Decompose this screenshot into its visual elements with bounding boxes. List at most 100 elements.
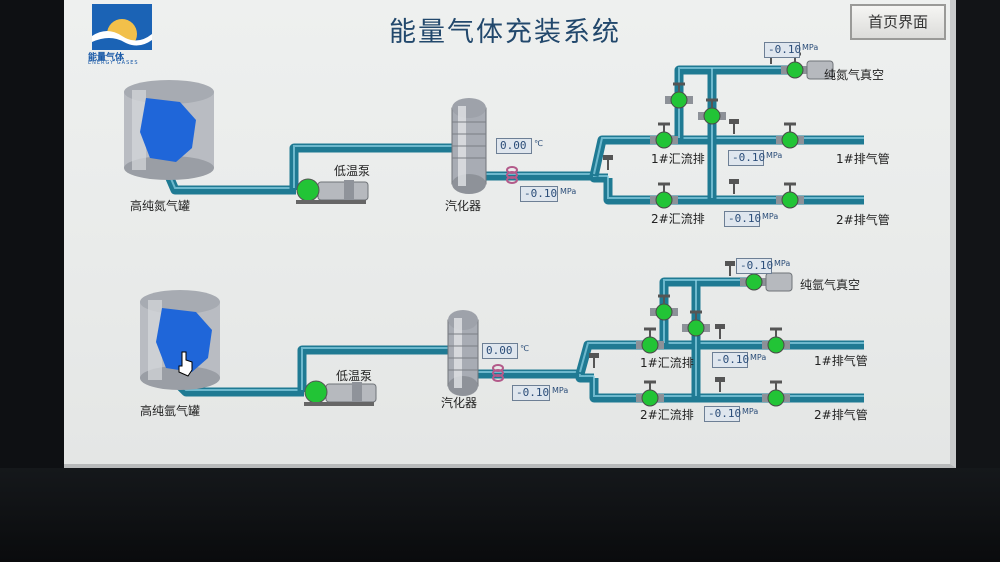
pipe-body <box>674 65 801 140</box>
exhaust1-label: 1#排气管 <box>814 354 868 368</box>
vaporizer-outlet-pipe <box>486 171 608 183</box>
gauge-head <box>715 377 725 382</box>
manifold1-label: 1#汇流排 <box>640 356 694 370</box>
vacuum-branch-valve[interactable] <box>665 82 693 109</box>
valve-ball <box>767 336 785 354</box>
main-pressure-gauge-icon <box>603 155 613 170</box>
pump-label: 低温泵 <box>334 164 371 178</box>
vacuum-pump-icon[interactable] <box>806 60 834 80</box>
vacuum-gauge-icon <box>725 261 735 276</box>
vacuum-branch-valve-2[interactable] <box>682 310 710 337</box>
main-pressure-value[interactable]: -0.10 <box>520 186 558 202</box>
vaporizer-bottom <box>448 376 478 396</box>
valve-ball <box>641 336 659 354</box>
manifold1-outlet-valve[interactable] <box>776 122 804 149</box>
gauge-head <box>729 179 739 184</box>
manifold2-gauge-icon <box>729 179 739 194</box>
vaporizer-bottom <box>452 174 486 194</box>
manifold1-outlet-valve[interactable] <box>762 327 790 354</box>
vacuum-pressure-value[interactable]: -0.10 <box>736 258 773 274</box>
manifold2-inlet-valve[interactable] <box>636 380 664 407</box>
vacuum-pressure-value[interactable]: -0.10 <box>764 42 801 58</box>
valve-ball <box>641 389 659 407</box>
monitor-bezel-left <box>0 0 64 468</box>
manifold2-pipe <box>589 376 864 403</box>
logo-text: 能量气体 <box>88 53 125 63</box>
manifold1-inlet-valve[interactable] <box>636 327 664 354</box>
gauge-head <box>725 261 735 266</box>
manifold2-outlet-valve[interactable] <box>762 380 790 407</box>
pump-coupling <box>344 180 354 202</box>
pump-to-vaporizer-pipe <box>289 143 452 190</box>
pipe-highlight <box>293 145 452 188</box>
pump-icon[interactable] <box>296 178 369 204</box>
vaporizer-label: 汽化器 <box>445 199 482 213</box>
vacuum-pump-icon[interactable] <box>765 272 793 292</box>
pump-label: 低温泵 <box>336 369 373 383</box>
valve-ball <box>745 273 763 291</box>
valve-ball <box>781 131 799 149</box>
tank-icon <box>140 290 220 390</box>
temperature-value[interactable]: 0.00 <box>482 343 518 359</box>
vacuum-branch-pipe <box>674 65 801 140</box>
manifold2-gauge-icon <box>715 377 725 392</box>
manifold2-pressure-value-unit: MPa <box>762 212 779 221</box>
manifold1-label: 1#汇流排 <box>651 152 705 166</box>
logo-subtext: ENERGY GASES <box>88 60 139 66</box>
valve-ball <box>670 91 688 109</box>
vacuum-label: 纯氮气真空 <box>824 68 885 82</box>
manifold2-pressure-value[interactable]: -0.10 <box>704 406 741 422</box>
temperature-value[interactable]: 0.00 <box>496 138 532 154</box>
tank-shine <box>148 300 162 380</box>
heater-coil-icon <box>506 166 518 184</box>
exhaust2-label: 2#排气管 <box>836 213 890 227</box>
manifold2-outlet-valve[interactable] <box>776 182 804 209</box>
tank-label: 高纯氮气罐 <box>130 199 191 213</box>
main-pressure-value[interactable]: -0.10 <box>512 385 550 401</box>
pipe-highlight <box>663 279 760 343</box>
vacuum-pump-body <box>765 272 793 292</box>
gauge-head <box>603 155 613 160</box>
manifold1-pressure-value[interactable]: -0.10 <box>712 352 749 368</box>
valve-ball <box>781 191 799 209</box>
pipe-body <box>486 171 608 183</box>
vacuum-branch-pipe <box>659 277 760 345</box>
vacuum-pressure-value-unit: MPa <box>774 259 791 268</box>
valve-ball <box>703 107 721 125</box>
pipe-body <box>659 277 760 345</box>
manifold1-pressure-value-unit: MPa <box>766 151 783 160</box>
pump-base <box>296 200 366 204</box>
pump-motor <box>325 383 377 403</box>
gauge-head <box>715 324 725 329</box>
vaporizer-label: 汽化器 <box>441 396 478 410</box>
pump-icon[interactable] <box>304 380 377 406</box>
monitor-bezel-right <box>956 0 1000 468</box>
vacuum-branch-valve[interactable] <box>650 294 678 321</box>
temperature-value-unit: ℃ <box>520 344 529 353</box>
manifold2-pressure-value[interactable]: -0.10 <box>724 211 761 227</box>
process-diagram <box>124 49 864 407</box>
vaporizer-shine <box>454 318 462 388</box>
manifold1-inlet-valve[interactable] <box>650 122 678 149</box>
coil-turn <box>506 176 518 184</box>
hmi-screen: 能量气体 ENERGY GASES 能量气体充装系统 首页界面 高纯氮气罐低温泵… <box>64 0 956 468</box>
manifold2-pressure-value-unit: MPa <box>742 407 759 416</box>
valve-ball <box>786 61 804 79</box>
manifold2-inlet-valve[interactable] <box>650 182 678 209</box>
pipe-highlight <box>301 347 448 390</box>
valve-ball <box>655 131 673 149</box>
vaporizer-icon <box>447 310 479 396</box>
home-button[interactable]: 首页界面 <box>850 4 946 40</box>
gauge-head <box>729 119 739 124</box>
hand-cursor-icon <box>178 351 193 377</box>
manifold1-pressure-value-unit: MPa <box>750 353 767 362</box>
pipe-highlight <box>593 376 864 397</box>
manifold1-pressure-value[interactable]: -0.10 <box>728 150 765 166</box>
main-pressure-gauge-icon <box>589 353 599 368</box>
vacuum-label: 纯氩气真空 <box>800 278 861 292</box>
manifold2-label: 2#汇流排 <box>640 408 694 422</box>
pump-to-vaporizer-pipe <box>297 345 448 392</box>
vacuum-branch-valve-2[interactable] <box>698 98 726 125</box>
exhaust1-label: 1#排气管 <box>836 152 890 166</box>
liquid-level <box>156 308 212 372</box>
